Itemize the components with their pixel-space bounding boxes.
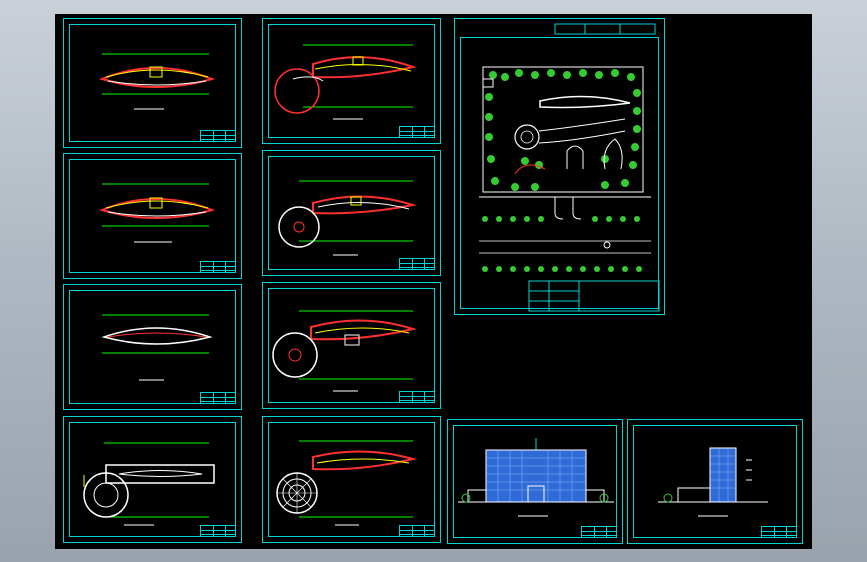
title-block (200, 525, 236, 537)
title-block (399, 391, 435, 403)
cad-drawing-viewport[interactable] (55, 14, 812, 549)
side-elevation-drawing (658, 447, 768, 517)
sheet-frame (268, 422, 435, 537)
title-block (399, 258, 435, 270)
drawing-sheet-side-elevation[interactable] (627, 419, 803, 544)
title-block (200, 261, 236, 273)
podium-floor-plan-drawing (276, 440, 417, 526)
roof-plan-drawing (83, 442, 215, 526)
sheet-frame (69, 290, 236, 404)
podium-floor-plan-drawing (278, 180, 417, 256)
sheet-frame (268, 156, 435, 270)
sheet-frame (69, 422, 236, 537)
drawing-sheet-site-plan[interactable] (454, 18, 665, 315)
drawing-sheet-floor-plan-3[interactable] (63, 284, 242, 410)
drawing-sheet-roof-plan[interactable] (63, 416, 242, 543)
sheet-frame (268, 24, 435, 138)
oval-floor-plan-drawing (98, 53, 216, 110)
drawing-sheet-podium-plan-stair[interactable] (262, 416, 441, 543)
drawing-sheet-podium-plan-3[interactable] (262, 282, 441, 409)
site-plan-drawing (479, 23, 660, 312)
title-block (761, 526, 797, 538)
drawing-sheet-floor-plan-1[interactable] (63, 18, 242, 148)
title-block (399, 525, 435, 537)
title-block (200, 392, 236, 404)
sheet-frame (453, 425, 617, 538)
oval-floor-plan-drawing (101, 314, 213, 381)
front-elevation-drawing (458, 438, 614, 517)
drawing-sheet-front-elevation[interactable] (447, 419, 623, 544)
podium-floor-plan-drawing (272, 310, 417, 392)
oval-floor-plan-drawing (98, 183, 216, 243)
drawing-sheet-podium-plan-2[interactable] (262, 150, 441, 276)
drawing-sheet-podium-plan-1[interactable] (262, 18, 441, 144)
sheet-frame (69, 24, 236, 142)
sheet-frame (633, 425, 797, 538)
sheet-frame (69, 159, 236, 273)
sheet-frame (460, 37, 659, 309)
title-block (200, 130, 236, 142)
title-block (581, 526, 617, 538)
podium-floor-plan-drawing (274, 44, 417, 120)
title-block (399, 126, 435, 138)
drawing-sheet-floor-plan-2[interactable] (63, 153, 242, 279)
sheet-frame (268, 288, 435, 403)
